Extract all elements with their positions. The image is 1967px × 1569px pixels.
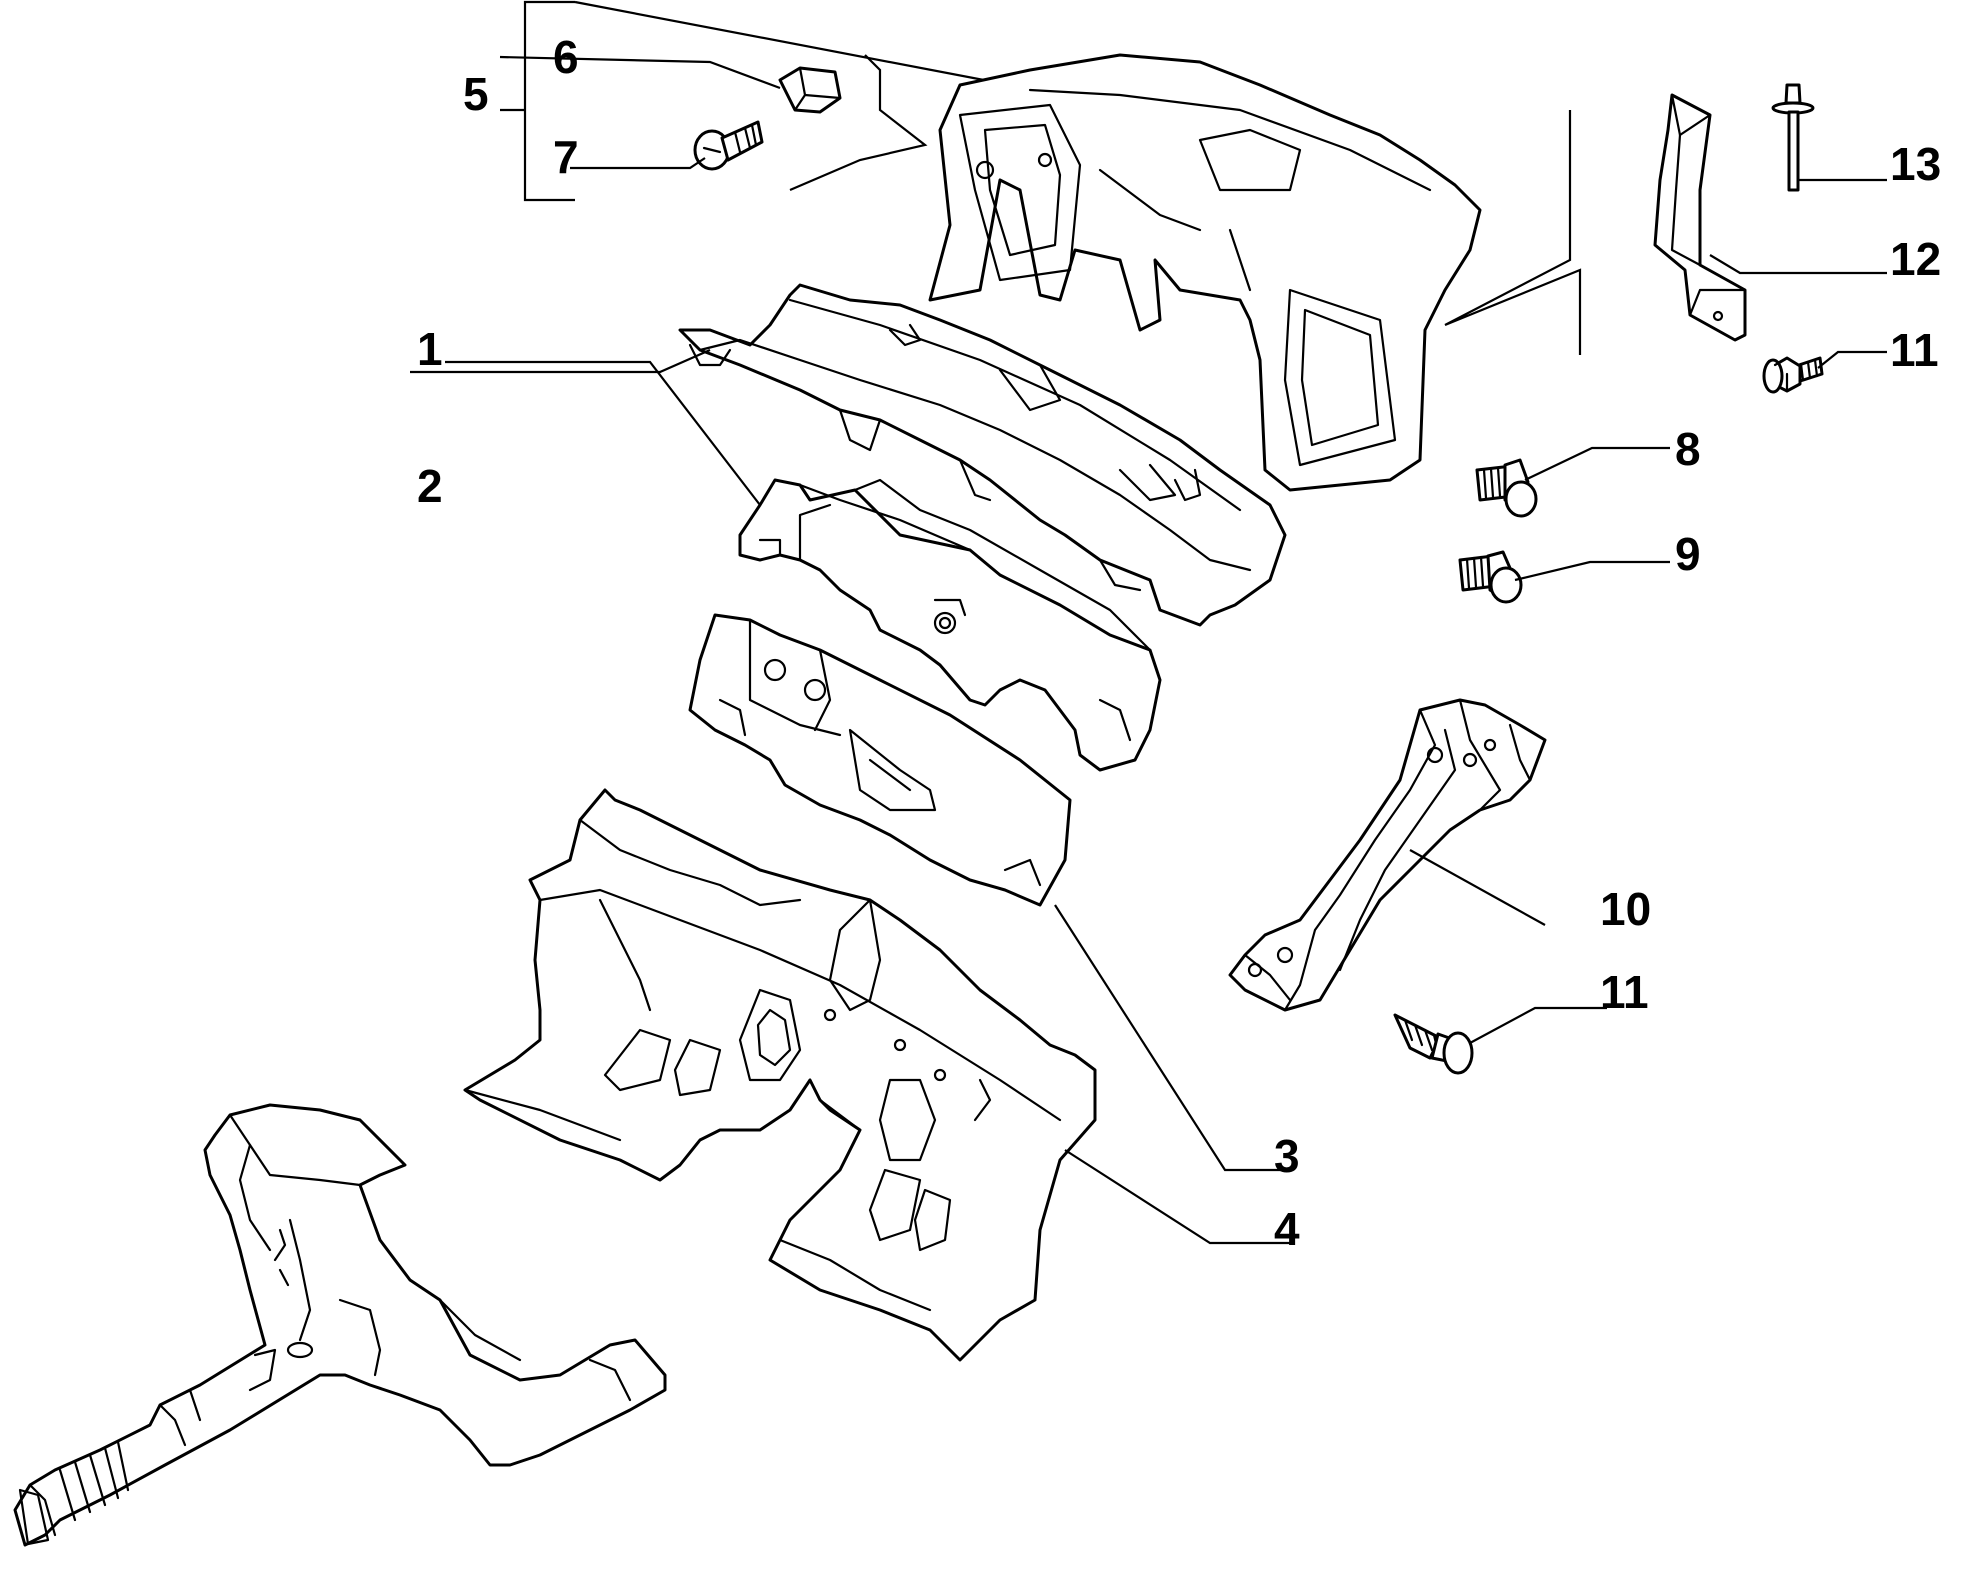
callout-1: 1 bbox=[417, 323, 443, 375]
part-1-cowl-panel bbox=[678, 283, 1287, 627]
part-3-small-panel bbox=[688, 613, 1072, 907]
part-11-screw-lower bbox=[1393, 1013, 1474, 1075]
group-bracket-5 bbox=[500, 0, 1011, 202]
part-9-bolt bbox=[1458, 550, 1523, 604]
callout-11-lower: 11 bbox=[1600, 966, 1649, 1018]
callout-5: 5 bbox=[463, 68, 489, 120]
callout-10: 10 bbox=[1600, 883, 1651, 935]
part-4-firewall bbox=[463, 788, 1097, 1362]
part-5-upper-bulkhead bbox=[928, 53, 1482, 492]
part-6-clip bbox=[778, 66, 842, 114]
break-lines bbox=[789, 54, 1582, 355]
leader-lines bbox=[410, 55, 1887, 1245]
callout-7: 7 bbox=[553, 131, 579, 183]
frame-rail-structure bbox=[13, 1103, 667, 1547]
callout-13: 13 bbox=[1890, 138, 1941, 190]
part-12-bracket bbox=[1653, 93, 1747, 342]
part-2-middle-panel bbox=[738, 478, 1162, 772]
callout-labels: 5 6 7 1 2 3 4 8 9 10 11 11 12 13 bbox=[417, 31, 1941, 1255]
callout-4: 4 bbox=[1274, 1203, 1300, 1255]
part-8-bolt bbox=[1475, 458, 1538, 518]
callout-9: 9 bbox=[1675, 528, 1701, 580]
part-10-bracket bbox=[1228, 698, 1547, 1012]
callout-8: 8 bbox=[1675, 423, 1701, 475]
part-13-pin bbox=[1771, 83, 1815, 192]
callout-12: 12 bbox=[1890, 233, 1941, 285]
part-7-screw bbox=[693, 120, 764, 171]
callout-11-upper: 11 bbox=[1890, 324, 1939, 376]
callout-3: 3 bbox=[1274, 1130, 1300, 1182]
callout-2: 2 bbox=[417, 460, 443, 512]
part-11-screw-upper bbox=[1762, 356, 1824, 394]
callout-6: 6 bbox=[553, 31, 579, 83]
